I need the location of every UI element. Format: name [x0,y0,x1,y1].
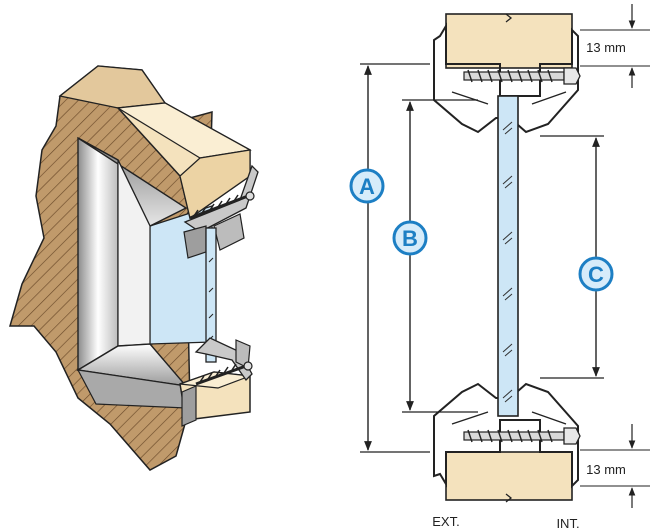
dimension-13mm-top [580,4,650,88]
label-a-badge: A [349,168,385,204]
bottom-timber-section [445,451,573,503]
label-b-badge: B [392,220,428,256]
dimension-a [360,63,430,453]
top-clip-profile [433,22,579,134]
wood-screw-icon [195,361,253,386]
wood-screw-icon [463,427,581,445]
isometric-view [9,65,259,471]
ext-label: EXT. [432,514,459,529]
head-timber-3d [116,102,252,220]
top-timber-section [445,13,573,69]
int-label: INT. [556,516,579,531]
dimension-13mm-top-text: 13 mm [586,40,626,55]
dimension-b [402,99,478,413]
section-view: A B C 13 mm 13 mm EXT. INT. [349,4,650,531]
wood-screw-icon [463,67,581,85]
label-c-badge: C [578,256,614,292]
label-b: B [402,226,418,251]
glass-pane-icon [497,95,519,417]
label-c: C [588,262,604,287]
wood-screw-icon [189,191,255,220]
label-a: A [359,174,375,199]
dimension-13mm-bottom [580,424,650,508]
dimension-13mm-bottom-text: 13 mm [586,462,626,477]
bottom-clip-profile [433,382,579,489]
